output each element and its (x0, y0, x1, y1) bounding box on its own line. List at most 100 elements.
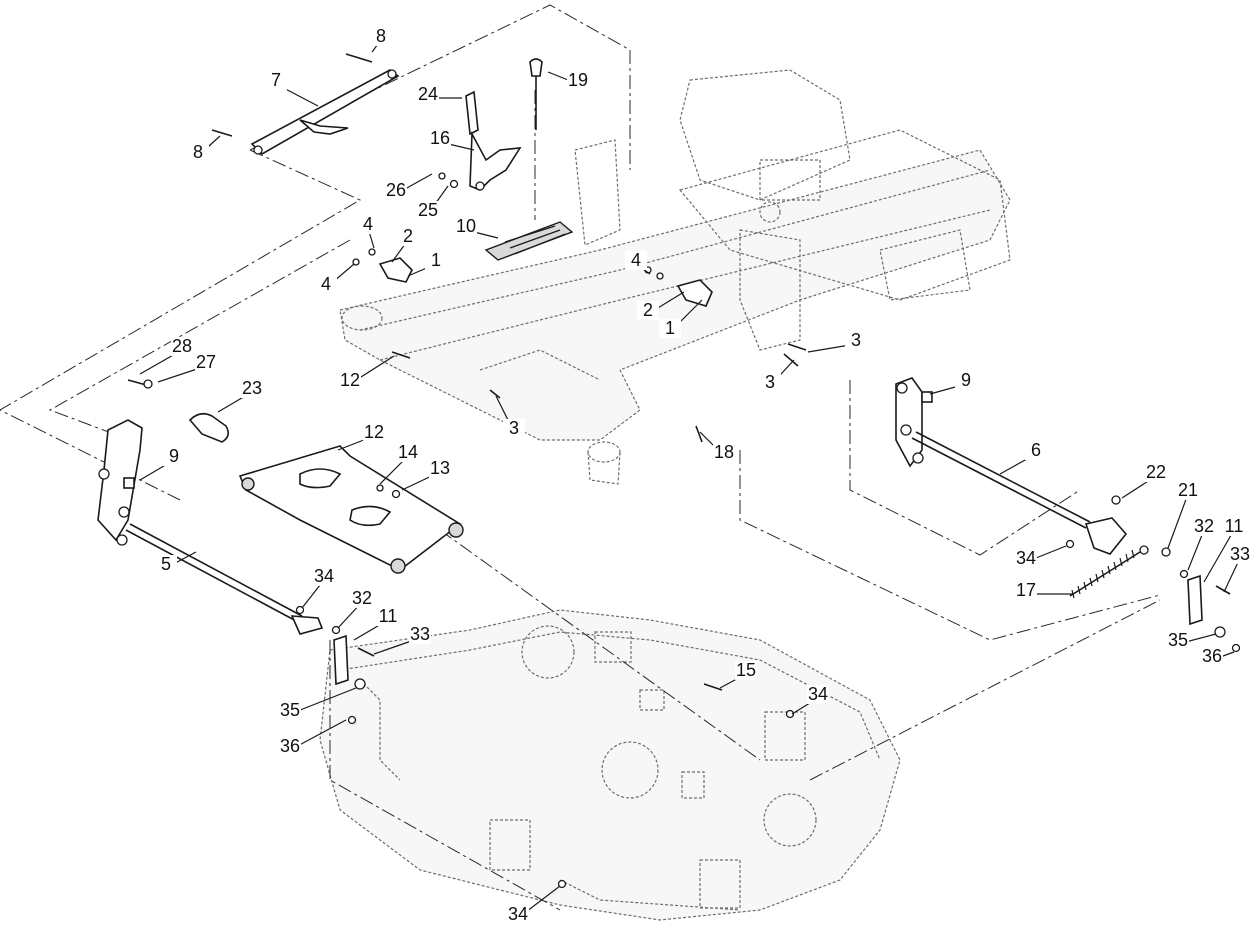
callout-nut: 36 (1202, 646, 1222, 666)
right-link-hardware (1065, 495, 1241, 653)
callout-backdrop (455, 217, 477, 236)
callout-leader-32 (1187, 529, 1205, 571)
pedal-assembly (438, 58, 574, 261)
callout-backdrop (845, 331, 867, 350)
callout-nut: 36 (280, 736, 300, 756)
callout-backdrop (351, 589, 373, 608)
lever-arm (211, 53, 400, 155)
callout-pin: 8 (376, 26, 386, 46)
callout-link: 11 (379, 606, 398, 626)
callout-backdrop (163, 447, 185, 466)
callout-backdrop (417, 201, 439, 220)
callout-backdrop (1177, 481, 1199, 500)
callout-lift-rod: 6 (1031, 440, 1041, 460)
callout-backdrop (171, 337, 193, 356)
left-link-hardware (295, 605, 375, 725)
callout-backdrop (370, 27, 392, 46)
callout-pin: 3 (765, 372, 775, 392)
callout-grip: 24 (418, 84, 438, 104)
callout-backdrop (417, 85, 439, 104)
callout-backdrop (357, 215, 379, 234)
callout-pedal-lever: 16 (430, 128, 450, 148)
callout-bracket: 2 (643, 300, 653, 320)
callout-backdrop (187, 143, 209, 162)
callout-bolt: 12 (340, 370, 360, 390)
callout-backdrop (1193, 517, 1215, 536)
callout-bushing: 35 (1168, 630, 1188, 650)
assembly-guides (0, 4, 1161, 911)
callout-pin: 3 (851, 330, 861, 350)
callout-backdrop (429, 459, 451, 478)
callout-backdrop (759, 373, 781, 392)
callout-pin: 15 (736, 660, 756, 680)
callout-backdrop (279, 701, 301, 720)
callout-backdrop (507, 905, 529, 924)
callout-backdrop (1201, 647, 1223, 666)
callout-deck-bracket: 12 (364, 422, 384, 442)
callout-nut: 4 (321, 274, 331, 294)
callout-bolt: 18 (714, 442, 734, 462)
callout-foot-pad: 10 (456, 216, 476, 236)
callout-nut: 34 (508, 904, 528, 924)
callout-backdrop (385, 181, 407, 200)
callout-bushing: 21 (1178, 480, 1198, 500)
latch-right (644, 266, 713, 307)
callout-pin: 3 (509, 418, 519, 438)
callout-backdrop (567, 71, 589, 90)
callout-backdrop (659, 319, 681, 338)
right-lift-arm (895, 377, 1128, 555)
callout-backdrop (265, 71, 287, 90)
callout-bracket: 2 (403, 226, 413, 246)
left-lift-arm (97, 379, 324, 635)
callout-nut: 34 (1016, 548, 1036, 568)
callout-backdrop (955, 371, 977, 390)
callout-backdrop (1145, 463, 1167, 482)
callout-backdrop (1025, 441, 1047, 460)
callout-clip: 9 (169, 446, 179, 466)
callout-bolt: 28 (172, 336, 192, 356)
callout-nut: 34 (808, 684, 828, 704)
callout-lever-arm: 7 (271, 70, 281, 90)
loose-hardware (391, 343, 807, 889)
callout-nut: 34 (314, 566, 334, 586)
callout-washer: 32 (352, 588, 372, 608)
callout-nut: 26 (386, 180, 406, 200)
callout-washer: 25 (418, 200, 438, 220)
callout-bushing: 35 (280, 700, 300, 720)
callout-backdrop (713, 443, 735, 462)
callout-leader-11 (1203, 529, 1235, 583)
callout-backdrop (425, 251, 447, 270)
callout-clip: 9 (961, 370, 971, 390)
callout-backdrop (625, 251, 647, 270)
callout-nut: 22 (1146, 462, 1166, 482)
callout-backdrop (195, 353, 217, 372)
callout-bolt: 13 (430, 458, 450, 478)
callout-nut: 4 (631, 250, 641, 270)
callout-backdrop (1223, 517, 1245, 536)
callout-roller: 23 (242, 378, 262, 398)
callout-link: 11 (1225, 516, 1244, 536)
deck-bracket (238, 445, 464, 574)
callout-pin: 8 (193, 142, 203, 162)
callout-leader-21 (1167, 493, 1189, 549)
callout-backdrop (313, 567, 335, 586)
callout-bolt: 33 (1230, 544, 1250, 564)
callout-nut: 4 (363, 214, 373, 234)
callout-backdrop (397, 227, 419, 246)
callout-backdrop (409, 625, 431, 644)
callout-backdrop (1167, 631, 1189, 650)
callout-latch: 1 (665, 318, 675, 338)
callout-backdrop (429, 129, 451, 148)
callout-backdrop (363, 423, 385, 442)
callout-backdrop (339, 371, 361, 390)
callout-knob: 19 (568, 70, 588, 90)
callout-washer: 32 (1194, 516, 1214, 536)
callout-backdrop (279, 737, 301, 756)
callout-backdrop (241, 379, 263, 398)
callout-backdrop (1229, 545, 1251, 564)
spring (1069, 545, 1149, 599)
callout-backdrop (807, 685, 829, 704)
callout-backdrop (315, 275, 337, 294)
